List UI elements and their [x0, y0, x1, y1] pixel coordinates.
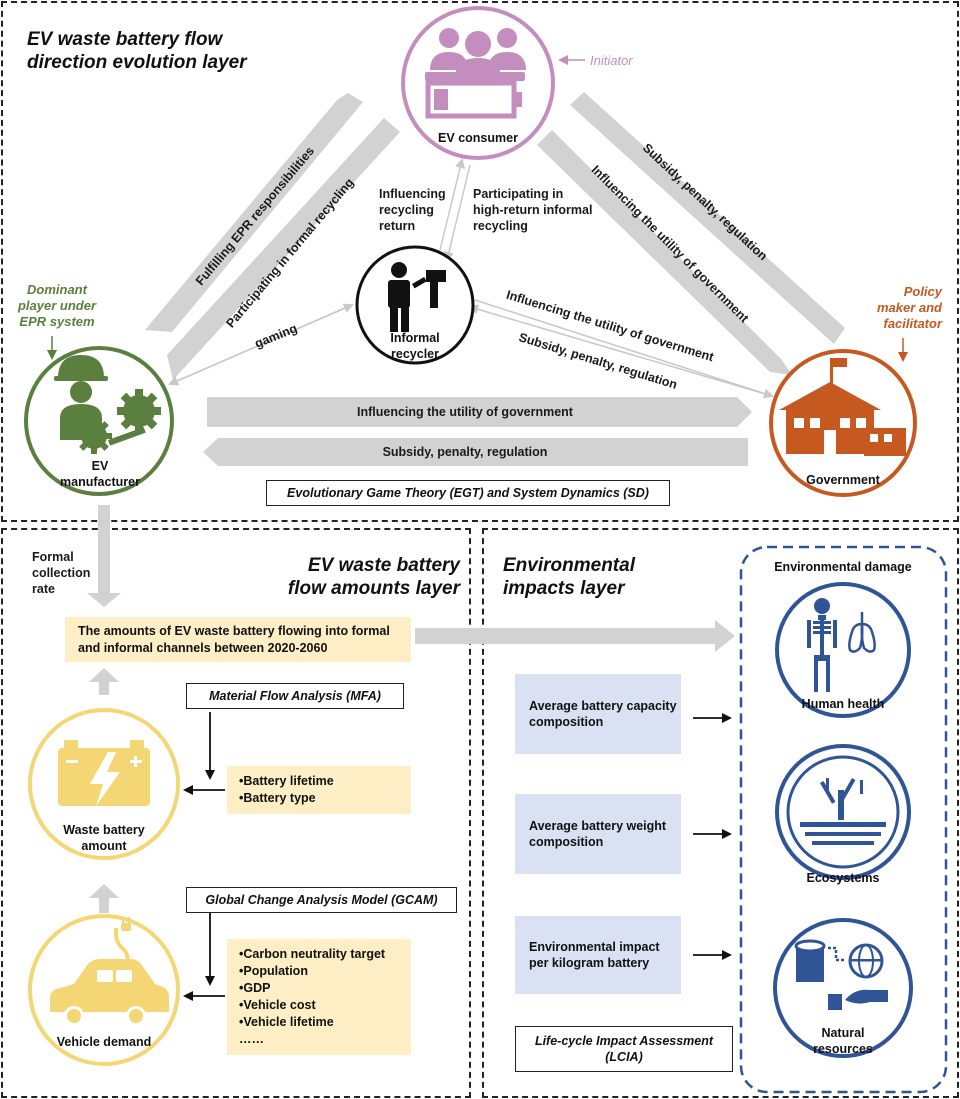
car-icon: [50, 917, 169, 1026]
skeleton-icon: [807, 598, 837, 692]
consumer-label: EV consumer: [438, 131, 518, 145]
waste-battery-label: Waste battery amount: [63, 823, 145, 853]
mfa-param-type: •Battery type: [239, 791, 316, 805]
arrow-influencing-gov-top: [537, 130, 792, 375]
arrow-demand-to-battery: [89, 884, 119, 913]
env-damage-frame: [739, 545, 948, 1094]
arrow-gov-informal: [468, 304, 773, 397]
mfa-params-box: •Battery lifetime •Battery type: [227, 766, 411, 814]
arrow-return-up: [437, 158, 465, 259]
mfa-method: Material Flow Analysis (MFA): [186, 683, 404, 709]
battery-icon: [58, 740, 150, 806]
gcam-param-vehicle-cost: •Vehicle cost: [239, 998, 316, 1012]
per-kg-box: Environmental impact per kilogram batter…: [515, 916, 681, 994]
flow-amount-box: The amounts of EV waste battery flowing …: [65, 617, 411, 662]
human-health-label: Human health: [801, 697, 885, 711]
egt-sd-method: Evolutionary Game Theory (EGT) and Syste…: [266, 480, 670, 506]
gcam-params-box: •Carbon neutrality target •Population •G…: [227, 939, 411, 1055]
env-damage-label: Environmental damage: [774, 560, 912, 574]
per-kg-text: Environmental impact per kilogram batter…: [529, 940, 660, 970]
informal-recycler-label: Informal recycler: [390, 331, 440, 361]
mfa-params-list: •Battery lifetime •Battery type: [239, 773, 411, 807]
policy-maker-label: Policy maker and facilitator: [876, 284, 942, 331]
arrow-subsidy-top: [570, 92, 845, 344]
arrow-subsidy-bottom: [203, 438, 748, 466]
gcam-param-ellipsis: ……: [239, 1032, 264, 1046]
human-health-circle: [775, 582, 911, 718]
lcia-method: Life-cycle Impact Assessment (LCIA): [515, 1026, 733, 1072]
government-label: Government: [806, 473, 880, 487]
capacity-box: Average battery capacity composition: [515, 674, 681, 754]
subsidy-bottom-label: Subsidy, penalty, regulation: [382, 445, 548, 459]
gcam-param-population: •Population: [239, 964, 308, 978]
right-layer-title: Environmental impacts layer: [503, 555, 635, 599]
gcam-params-list: •Carbon neutrality target •Population •G…: [239, 946, 411, 1048]
weight-box: Average battery weight composition: [515, 794, 681, 874]
gcam-param-vehicle-lifetime: •Vehicle lifetime: [239, 1015, 334, 1029]
arrow-fulfilling-epr: [145, 93, 363, 332]
gcam-param-carbon: •Carbon neutrality target: [239, 947, 386, 961]
natural-resources-label: Natural resources: [813, 1026, 873, 1056]
initiator-label: Initiator: [590, 53, 633, 68]
formal-collection-rate-label: Formal collection rate: [32, 550, 91, 596]
arrow-flow-to-impact: [415, 620, 735, 652]
arrow-informal-gov: [474, 299, 774, 399]
ecosystems-label: Ecosystems: [806, 871, 880, 885]
gcam-param-gdp: •GDP: [239, 981, 271, 995]
top-layer-title: EV waste battery flow direction evolutio…: [27, 29, 247, 73]
weight-text: Average battery weight composition: [529, 819, 667, 849]
mfa-param-lifetime: •Battery lifetime: [239, 774, 334, 788]
vehicle-demand-label: Vehicle demand: [56, 1035, 152, 1049]
resources-icon: [794, 939, 888, 1010]
dry-tree-icon: [800, 777, 886, 845]
manufacturer-label: EV manufacturer: [60, 459, 140, 489]
government-building-icon: [779, 358, 906, 456]
dominant-player-label: Dominant player under EPR system: [17, 282, 97, 329]
influencing-gov-bottom-label: Influencing the utility of government: [357, 405, 573, 419]
left-layer-title: EV waste battery flow amounts layer: [287, 555, 460, 599]
left-layer-panel: [1, 528, 471, 1098]
arrow-formal-collection: [87, 505, 121, 607]
capacity-text: Average battery capacity composition: [529, 699, 677, 729]
top-layer-panel: [1, 1, 959, 522]
ecosystems-inner-ring: [786, 755, 900, 869]
informal-worker-icon: [388, 262, 446, 332]
participating-informal-label: Participating in high-return informal re…: [473, 187, 593, 233]
flow-amount-text: The amounts of EV waste battery flowing …: [78, 624, 390, 655]
consumer-people-icon: [425, 28, 526, 81]
influencing-return-label: Influencing recycling return: [379, 187, 446, 233]
arrow-participating-formal: [167, 118, 400, 380]
gcam-method: Global Change Analysis Model (GCAM): [186, 887, 457, 913]
arrow-gaming-b: [168, 304, 353, 386]
arrow-influencing-gov-bottom: [207, 397, 752, 427]
right-layer-panel: [482, 528, 959, 1098]
lungs-icon: [848, 612, 876, 653]
manufacturer-gear-icon: [76, 389, 161, 454]
arrow-informal-down: [444, 164, 471, 262]
arrow-battery-to-flow: [89, 668, 119, 695]
consumer-battery-icon: [425, 80, 522, 119]
